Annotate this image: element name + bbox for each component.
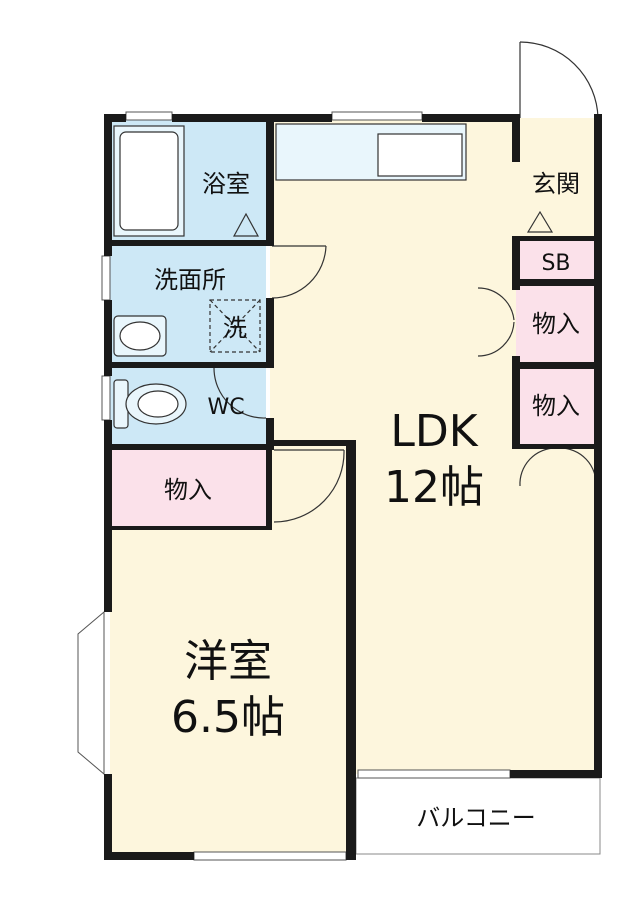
washer-diag-2	[209, 299, 261, 353]
wall-wet-core-lower	[266, 298, 274, 368]
wall-storage-divider	[512, 362, 602, 369]
wc-window	[101, 375, 111, 421]
wall-ldk-bottom-right	[510, 770, 602, 778]
washer-space	[209, 299, 261, 353]
wall-western-top	[272, 440, 356, 446]
wall-sb-left	[512, 236, 520, 290]
wall-entrance-left	[512, 114, 520, 162]
western-south-window	[193, 851, 347, 861]
wall-bottom-left	[104, 852, 194, 860]
fixtures	[113, 123, 554, 429]
bathtub-inner	[119, 131, 179, 231]
step-marker-bath	[232, 212, 260, 237]
western-room-floor	[110, 528, 352, 856]
washroom-door-arc	[271, 245, 327, 299]
wall-left-upper	[104, 114, 112, 256]
storage-2-label: 物入	[532, 392, 580, 420]
storage-1-label: 物入	[532, 310, 580, 338]
wall-top-right	[422, 114, 520, 122]
wall-sb-bottom	[512, 279, 602, 286]
kitchen-sink	[377, 133, 463, 177]
step-marker-entrance	[526, 210, 554, 233]
walls	[104, 114, 602, 860]
wall-top-mid	[172, 114, 332, 122]
bath-label: 浴室	[202, 170, 250, 198]
wall-western-ldk	[346, 440, 356, 860]
wall-storage1-left	[512, 356, 520, 448]
storage-1-door-arc-a	[477, 287, 515, 321]
balcony-floor	[355, 777, 601, 855]
bath-window	[125, 111, 173, 121]
storage-3-label: 物入	[164, 476, 212, 504]
ldk-balcony-window	[357, 769, 511, 779]
wall-wc-right	[266, 418, 274, 450]
windows	[77, 111, 511, 861]
wall-top-left	[104, 114, 126, 122]
western-size-label: 6.5帖	[171, 692, 285, 743]
toilet-seat	[137, 390, 179, 418]
entrance-label: 玄関	[532, 170, 580, 198]
ldk-size-label: 12帖	[384, 462, 484, 513]
wall-left-bottom	[104, 774, 112, 860]
room-labels: 浴室 洗面所 洗 WC 玄関 SB 物入 物入 物入 LDK 12帖 洋室 6.…	[154, 170, 580, 832]
ldk-floor-lower	[352, 440, 602, 774]
wall-storage-right	[266, 450, 272, 528]
wall-bath-bottom	[104, 240, 274, 246]
washer-label: 洗	[223, 314, 247, 342]
bay-window	[77, 610, 105, 776]
washroom-label: 洗面所	[154, 266, 226, 294]
shoebox-floor	[516, 240, 598, 280]
entrance-floor	[516, 118, 598, 238]
western-door-arc	[273, 449, 345, 523]
wall-sb-top	[512, 236, 602, 241]
entrance-door-arc	[519, 41, 599, 119]
ldk-name-label: LDK	[390, 406, 478, 457]
balcony-label: バルコニー	[416, 804, 536, 832]
wc-label: WC	[207, 395, 244, 420]
wall-storage2-bottom	[512, 444, 602, 449]
wall-wet-core	[266, 118, 274, 246]
wall-left-lower	[104, 420, 112, 612]
storage-1-door-arc-b	[477, 321, 515, 357]
wall-storage-bottom	[104, 526, 272, 530]
wc-door-arc	[213, 367, 267, 419]
wash-basin-bowl	[119, 321, 161, 351]
wall-left-mid	[104, 300, 112, 376]
kitchen-window	[331, 111, 423, 121]
shoe-box-label: SB	[541, 251, 570, 276]
washroom-window	[101, 255, 111, 301]
storage-1-floor	[516, 286, 598, 362]
wall-wash-bottom	[104, 362, 274, 368]
storage-wr-floor	[110, 450, 270, 528]
storage-2-floor	[516, 368, 598, 444]
western-name-label: 洋室	[184, 636, 272, 687]
wall-wc-bottom	[104, 444, 274, 450]
